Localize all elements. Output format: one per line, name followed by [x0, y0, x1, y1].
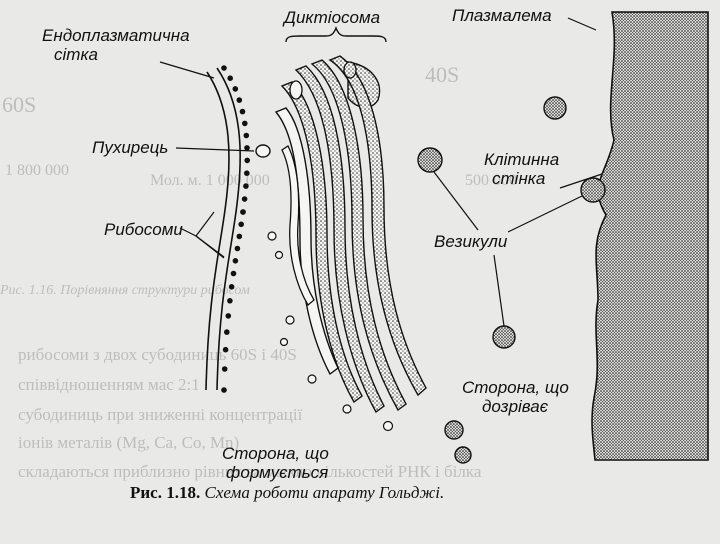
label-forming-side: Сторона, що формується	[222, 444, 329, 482]
ribosome-dot	[227, 75, 233, 81]
label-er: Ендоплазматична сітка	[42, 26, 190, 64]
ribosome-dot	[242, 120, 248, 127]
ribosome-dot	[241, 196, 248, 202]
ribosome-dot	[243, 183, 249, 189]
ribosome-dot	[228, 284, 235, 290]
forming-vesicles	[255, 144, 394, 432]
ribosome-dot	[230, 270, 237, 277]
dictyosome-stack	[274, 55, 427, 414]
label-plasmalemma: Плазмалема	[452, 6, 552, 25]
ribosome-dot	[232, 258, 239, 264]
label-vesicle: Пухирець	[92, 138, 169, 157]
label-cell-wall: Клітинна стінка	[484, 150, 560, 188]
ribosome-dot	[232, 86, 239, 92]
cell-wall-band	[591, 11, 709, 461]
ribosome-dot	[221, 387, 227, 393]
leader-lines	[159, 17, 603, 327]
label-dictyosome: Диктіосома	[284, 8, 381, 27]
ribosome-dot	[224, 329, 230, 335]
ribosome-dot	[234, 245, 241, 252]
endoplasmic-reticulum	[205, 67, 241, 391]
ribosome-dot	[222, 346, 229, 353]
label-maturing-side: Сторона, що дозріває	[462, 378, 569, 416]
ribosome-dot	[243, 132, 250, 139]
ribosome-dot	[238, 221, 244, 228]
ribosome-dot	[221, 366, 228, 372]
ribosome-dot	[240, 209, 246, 215]
label-vesicles: Везикули	[434, 232, 508, 251]
ribosome-dot	[244, 157, 250, 164]
ribosome-dot	[221, 65, 227, 71]
ribosome-dots	[221, 65, 250, 393]
ribosome-dot	[236, 97, 243, 103]
ribosome-dot	[225, 313, 232, 319]
caption-text: Схема роботи апарату Гольджі.	[204, 483, 445, 502]
ribosome-dot	[236, 233, 243, 240]
secretory-vesicles	[417, 96, 606, 464]
ribosome-dot	[244, 145, 250, 151]
ribosome-dot	[239, 108, 246, 115]
label-ribosomes: Рибосоми	[104, 220, 183, 239]
ribosome-dot	[244, 170, 250, 176]
ribosome-dot	[227, 298, 233, 304]
dictyosome-brace	[285, 26, 387, 43]
caption-number: Рис. 1.18.	[130, 483, 201, 502]
figure-caption: Рис. 1.18. Схема роботи апарату Гольджі.	[130, 483, 444, 503]
